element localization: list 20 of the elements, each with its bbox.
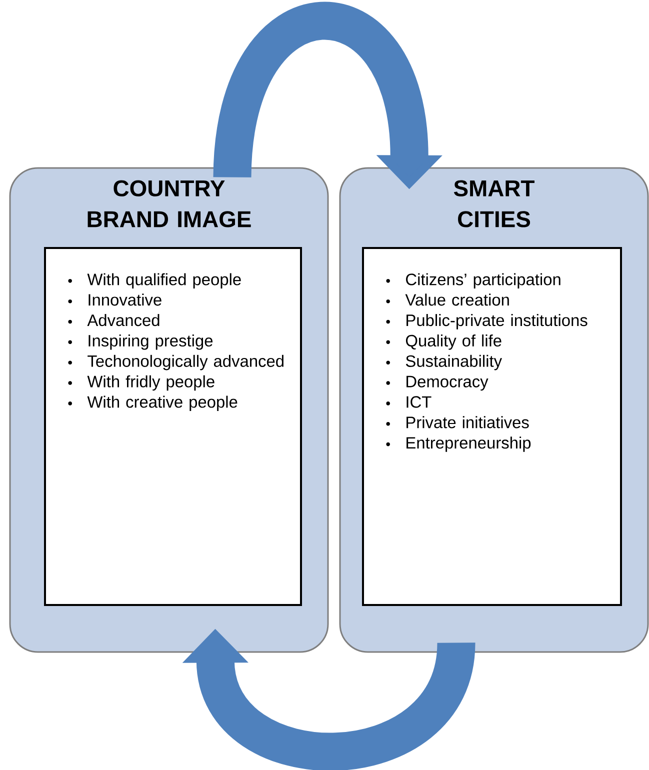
node-label: Inspiring prestige [88,334,213,350]
node-label: Advanced [87,314,160,326]
bullet-list: Citizens’ participation Value creation Public-private institutions Quality of life Sustainability Democracy ICT Private initiatives Entrepreneurship [386,273,588,452]
panel-heading: SMART CITIES [454,180,534,228]
node-label: Value creation [405,294,509,306]
node-label: Innovative [88,294,162,306]
node-label: ICT [406,396,432,408]
node-label: With qualified people [87,273,241,289]
node-label: Quality of life [406,334,502,350]
node-label: Sustainability [406,354,502,370]
node-label: Democracy [406,376,488,391]
node-label: Techonologically advanced [88,354,284,370]
node-label: With fridly people [87,375,214,391]
node-label: Private initiatives [406,416,529,428]
node-label: Citizens’ participation [406,273,560,289]
node-label: Entrepreneurship [406,436,531,452]
node-label: With creative people [87,396,238,412]
panel-heading: COUNTRY BRAND IMAGE [88,180,251,228]
node-label: Public-private institutions [406,314,588,330]
bullet-list: With qualified people Innovative Advanced Inspiring prestige Techonologically advanced With fridly people With creative people [68,273,284,412]
